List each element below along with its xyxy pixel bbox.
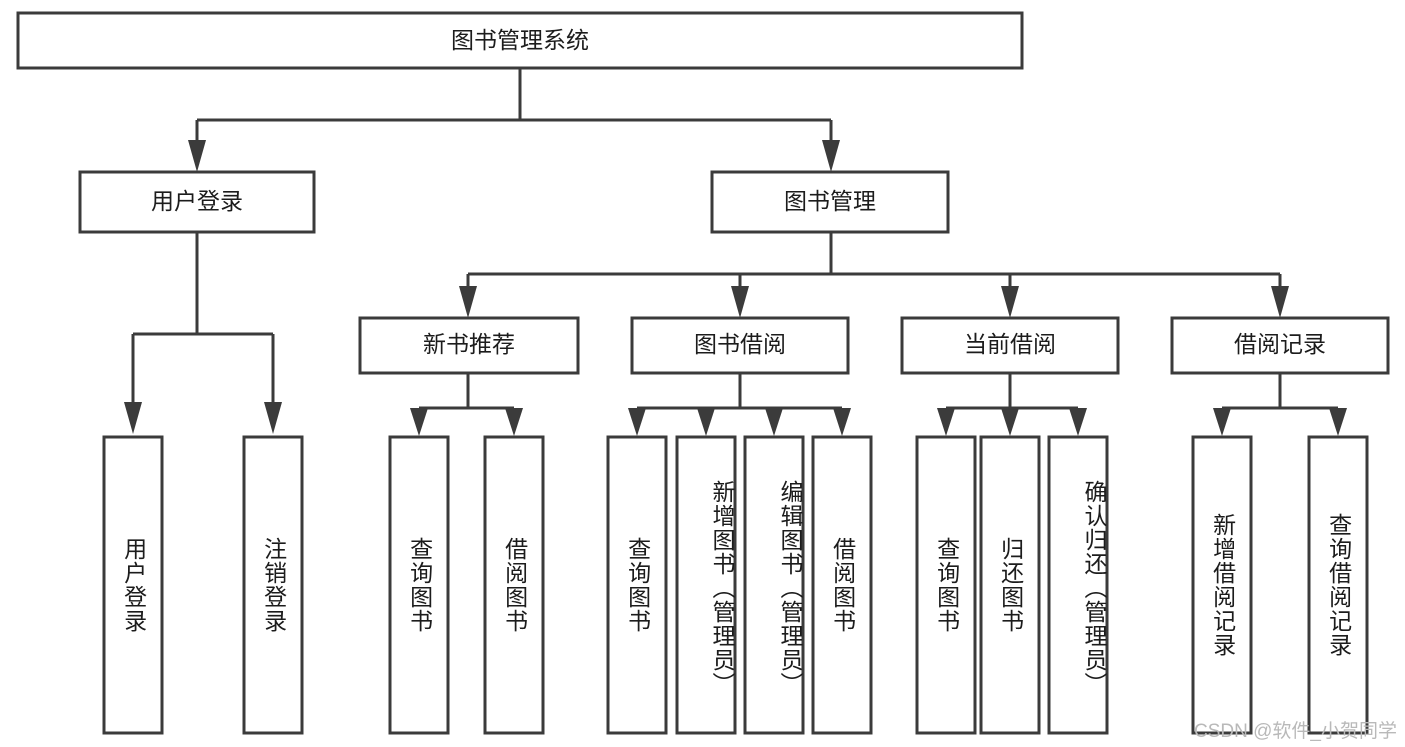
node-label-book-management: 图书管理 xyxy=(784,188,876,214)
node-box-leaf-bb-borrow-book[interactable] xyxy=(811,435,873,735)
node-box-leaf-nb-query-book[interactable] xyxy=(388,435,450,735)
node-box-leaf-cb-query-book[interactable] xyxy=(915,435,977,735)
node-label-current-borrow: 当前借阅 xyxy=(964,331,1056,357)
arrow-head-current-borrow xyxy=(1001,286,1019,318)
arrow-head-borrow-record xyxy=(1271,286,1289,318)
node-box-leaf-bb-query-book[interactable] xyxy=(606,435,668,735)
node-label-root: 图书管理系统 xyxy=(451,27,589,53)
node-box-leaf-cb-confirm-return[interactable] xyxy=(1047,435,1109,735)
node-layer: 图书管理系统 用户登录 图书管理 新书推荐 图书借阅 当前借阅 借阅记录 xyxy=(16,11,1390,735)
node-box-borrow-record[interactable] xyxy=(1170,316,1390,375)
arrow-head-nb-borrow-book xyxy=(505,408,523,436)
arrow-head-nb-query-book xyxy=(410,408,428,436)
arrow-head-bb-edit-book xyxy=(765,408,783,436)
node-box-current-borrow[interactable] xyxy=(900,316,1120,375)
node-box-leaf-bb-add-book[interactable] xyxy=(675,435,737,735)
arrow-head-br-query-record xyxy=(1329,408,1347,436)
arrow-head-book-borrow xyxy=(731,286,749,318)
watermark-text: CSDN @软件_小贺同学 xyxy=(1194,721,1397,742)
arrow-head-br-add-record xyxy=(1213,408,1231,436)
arrow-head-user-login xyxy=(188,140,206,172)
connector-layer xyxy=(124,68,1347,436)
arrow-head-cb-return-book xyxy=(1001,408,1019,436)
arrow-head-bb-add-book xyxy=(697,408,715,436)
arrow-head-bb-query-book xyxy=(628,408,646,436)
arrow-head-cb-query-book xyxy=(937,408,955,436)
arrow-head-new-book-recommend xyxy=(459,286,477,318)
arrow-head-cb-confirm-return xyxy=(1069,408,1087,436)
node-label-new-book-recommend: 新书推荐 xyxy=(423,331,515,357)
node-box-leaf-nb-borrow-book[interactable] xyxy=(483,435,545,735)
node-box-book-borrow[interactable] xyxy=(630,316,850,375)
node-box-new-book-recommend[interactable] xyxy=(358,316,580,375)
node-box-leaf-user-login[interactable] xyxy=(102,435,164,735)
node-label-book-borrow: 图书借阅 xyxy=(694,331,786,357)
arrow-head-bb-borrow-book xyxy=(833,408,851,436)
node-box-leaf-cb-return-book[interactable] xyxy=(979,435,1041,735)
node-box-leaf-br-query-record[interactable] xyxy=(1307,435,1369,735)
node-box-book-management[interactable] xyxy=(710,170,950,234)
node-box-root[interactable] xyxy=(16,11,1024,70)
node-label-user-login: 用户登录 xyxy=(151,188,243,214)
arrow-head-book-mgmt xyxy=(822,140,840,172)
node-label-borrow-record: 借阅记录 xyxy=(1234,331,1326,357)
node-box-leaf-bb-edit-book[interactable] xyxy=(743,435,805,735)
arrow-head-leaf-logout xyxy=(264,402,282,434)
arrow-head-leaf-user-login xyxy=(124,402,142,434)
node-box-leaf-logout[interactable] xyxy=(242,435,304,735)
node-box-leaf-br-add-record[interactable] xyxy=(1191,435,1253,735)
node-box-user-login[interactable] xyxy=(78,170,316,234)
